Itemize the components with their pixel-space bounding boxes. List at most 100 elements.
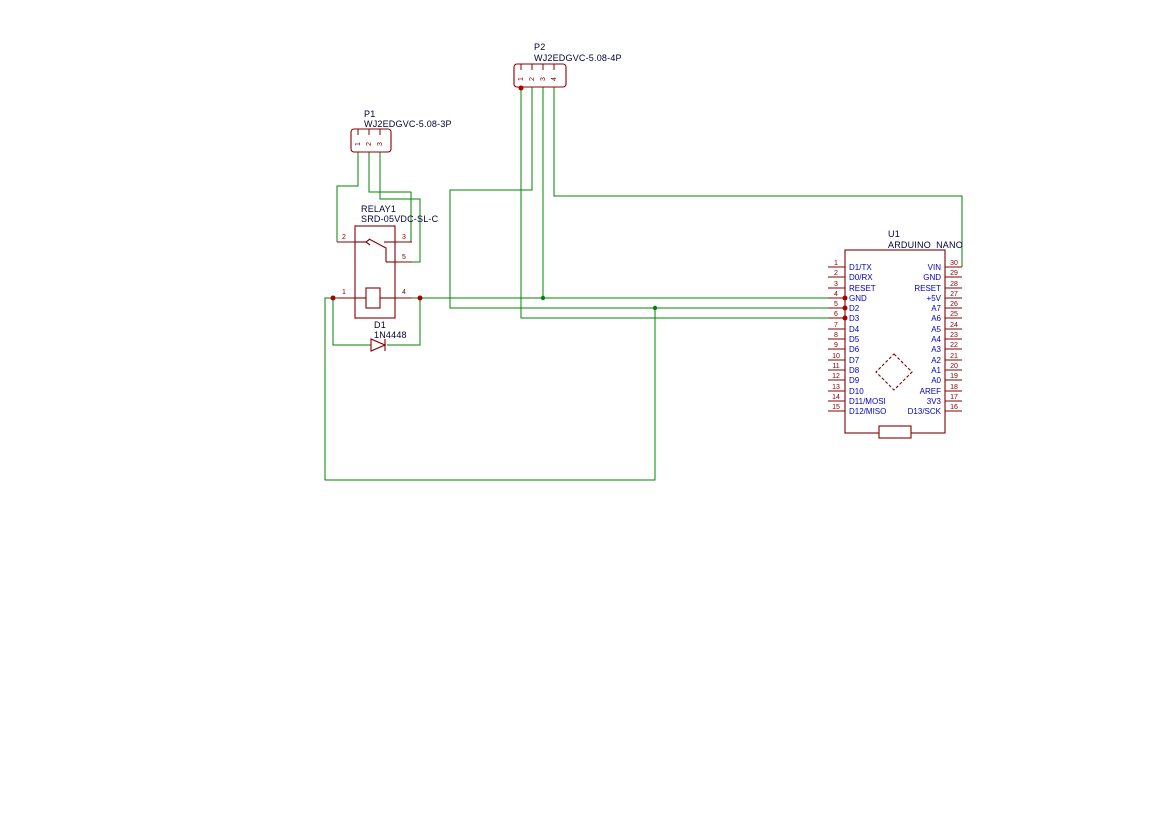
u1-pin-name: A6	[931, 314, 941, 323]
u1-pin-name: RESET	[849, 284, 876, 293]
u1-pin-name: A1	[931, 366, 941, 375]
u1-ref: U1	[888, 229, 900, 239]
u1-pin-name: D5	[849, 335, 860, 344]
u1-pin-name: A2	[931, 356, 941, 365]
wire-p1-pin3-to-relay5[interactable]	[379, 152, 421, 263]
u1-body	[844, 249, 946, 434]
relay1-ref: RELAY1	[361, 204, 396, 214]
u1-pin-name: RESET	[914, 284, 941, 293]
u1-pin-name: A0	[931, 376, 941, 385]
junction-dot	[842, 315, 848, 321]
u1-pin-number: 17	[950, 394, 958, 401]
junction-dot	[330, 295, 336, 301]
relay1-pin-number: 3	[402, 234, 406, 241]
p2-ref: P2	[534, 42, 545, 52]
u1-pin-number: 25	[950, 311, 958, 318]
wire-p2-pin4-to-vin[interactable]	[553, 87, 963, 267]
relay1-pin-number: 1	[342, 289, 346, 296]
u1-pin-name: D9	[849, 376, 860, 385]
d1-symbol[interactable]: D1 1N4448	[370, 320, 407, 352]
u1-pin-number: 19	[950, 373, 958, 380]
u1-pin-name: D12/MISO	[849, 407, 886, 416]
junction-dot	[540, 295, 546, 301]
u1-pin-name: A4	[931, 335, 941, 344]
wire-p2-pin2-to-d2[interactable]	[449, 87, 828, 309]
relay1-symbol[interactable]: RELAY1 SRD-05VDC-SL-C 2 3 5 1 4	[337, 204, 439, 319]
relay1-pin-number: 5	[402, 254, 406, 261]
u1-pin-number: 23	[950, 332, 958, 339]
u1-pin-number: 11	[832, 363, 839, 370]
u1-pin-number: 1	[834, 260, 838, 267]
relay1-common-arm	[368, 238, 387, 262]
relay1-pin-number: 2	[342, 234, 346, 241]
u1-value: ARDUINO_NANO	[888, 240, 963, 250]
u1-pin-name: D7	[849, 356, 860, 365]
u1-chip-icon	[875, 353, 913, 391]
u1-pin-number: 21	[950, 353, 958, 360]
u1-pin-number: 2	[834, 270, 838, 277]
d1-triangle	[370, 338, 387, 352]
u1-pin-number: 13	[832, 384, 840, 391]
p1-pin-number: 1	[355, 142, 362, 146]
wire-p1-pin2-to-relay3[interactable]	[368, 152, 412, 242]
u1-pin-number: 28	[950, 281, 958, 288]
u1-pin-number: 5	[834, 301, 838, 308]
relay1-pin-number: 4	[402, 289, 406, 296]
u1-pin-number: 12	[832, 373, 840, 380]
u1-pin-number: 10	[832, 353, 840, 360]
junction-dot	[417, 295, 423, 301]
u1-pin-number: 26	[950, 301, 958, 308]
p2-pin-number: 3	[540, 77, 547, 81]
d1-ref: D1	[374, 320, 386, 330]
u1-pin-name: D2	[849, 304, 860, 313]
junction-dot	[518, 85, 524, 91]
u1-pin-number: 22	[950, 342, 958, 349]
p1-ref: P1	[364, 109, 375, 119]
p2-value: WJ2EDGVC-5.08-4P	[534, 53, 622, 63]
u1-pin-number: 29	[950, 270, 958, 277]
u1-pin-number: 20	[950, 363, 958, 370]
u1-pin-number: 15	[832, 404, 840, 411]
u1-pin-number: 6	[834, 311, 838, 318]
u1-pin-name: D4	[849, 325, 860, 334]
u1-pin-name: GND	[923, 273, 941, 282]
u1-symbol[interactable]: U1 ARDUINO_NANO 1 D1/TX 2 D0/RX 3 RESET …	[828, 229, 963, 439]
u1-pin-name: D13/SCK	[908, 407, 942, 416]
wire-p1-pin1-to-relay2[interactable]	[336, 152, 359, 242]
u1-pin-name: D3	[849, 314, 860, 323]
u1-pin-name: D6	[849, 345, 860, 354]
junction-dot	[842, 295, 848, 301]
u1-pin-name: A3	[931, 345, 941, 354]
u1-pin-name: VIN	[928, 263, 942, 272]
connector-p2[interactable]: P2 WJ2EDGVC-5.08-4P 1 2 3 4	[513, 42, 622, 88]
relay1-value: SRD-05VDC-SL-C	[361, 214, 439, 224]
u1-pin-number: 3	[834, 281, 838, 288]
p2-pin-number: 1	[518, 77, 525, 81]
junctions	[330, 85, 848, 321]
wire-coil-bottom-loop[interactable]	[324, 297, 656, 481]
u1-pin-number: 16	[950, 404, 958, 411]
p1-pin-number: 2	[366, 142, 373, 146]
u1-pin-number: 30	[950, 260, 958, 267]
u1-pin-name: D0/RX	[849, 273, 873, 282]
u1-pin-number: 7	[834, 322, 838, 329]
u1-pin-name: D8	[849, 366, 860, 375]
u1-usb-connector	[878, 425, 912, 439]
wire-diode-anode[interactable]	[332, 298, 371, 346]
u1-pin-number: 9	[834, 342, 838, 349]
relay1-contact-arrow	[365, 238, 371, 246]
d1-value: 1N4448	[374, 330, 407, 340]
wire-diode-cathode[interactable]	[387, 298, 421, 346]
p2-body	[513, 63, 567, 88]
p1-value: WJ2EDGVC-5.08-3P	[364, 119, 452, 129]
p2-pin-number: 2	[529, 77, 536, 81]
u1-pin-name: D11/MOSI	[849, 397, 886, 406]
connector-p1[interactable]: P1 WJ2EDGVC-5.08-3P 1 2 3	[350, 109, 452, 153]
u1-pin-number: 24	[950, 322, 958, 329]
u1-pin-name: AREF	[920, 387, 941, 396]
wire-p2-pin1-to-d3[interactable]	[520, 87, 828, 319]
u1-pin-number: 18	[950, 384, 958, 391]
u1-pin-name: 3V3	[927, 397, 942, 406]
